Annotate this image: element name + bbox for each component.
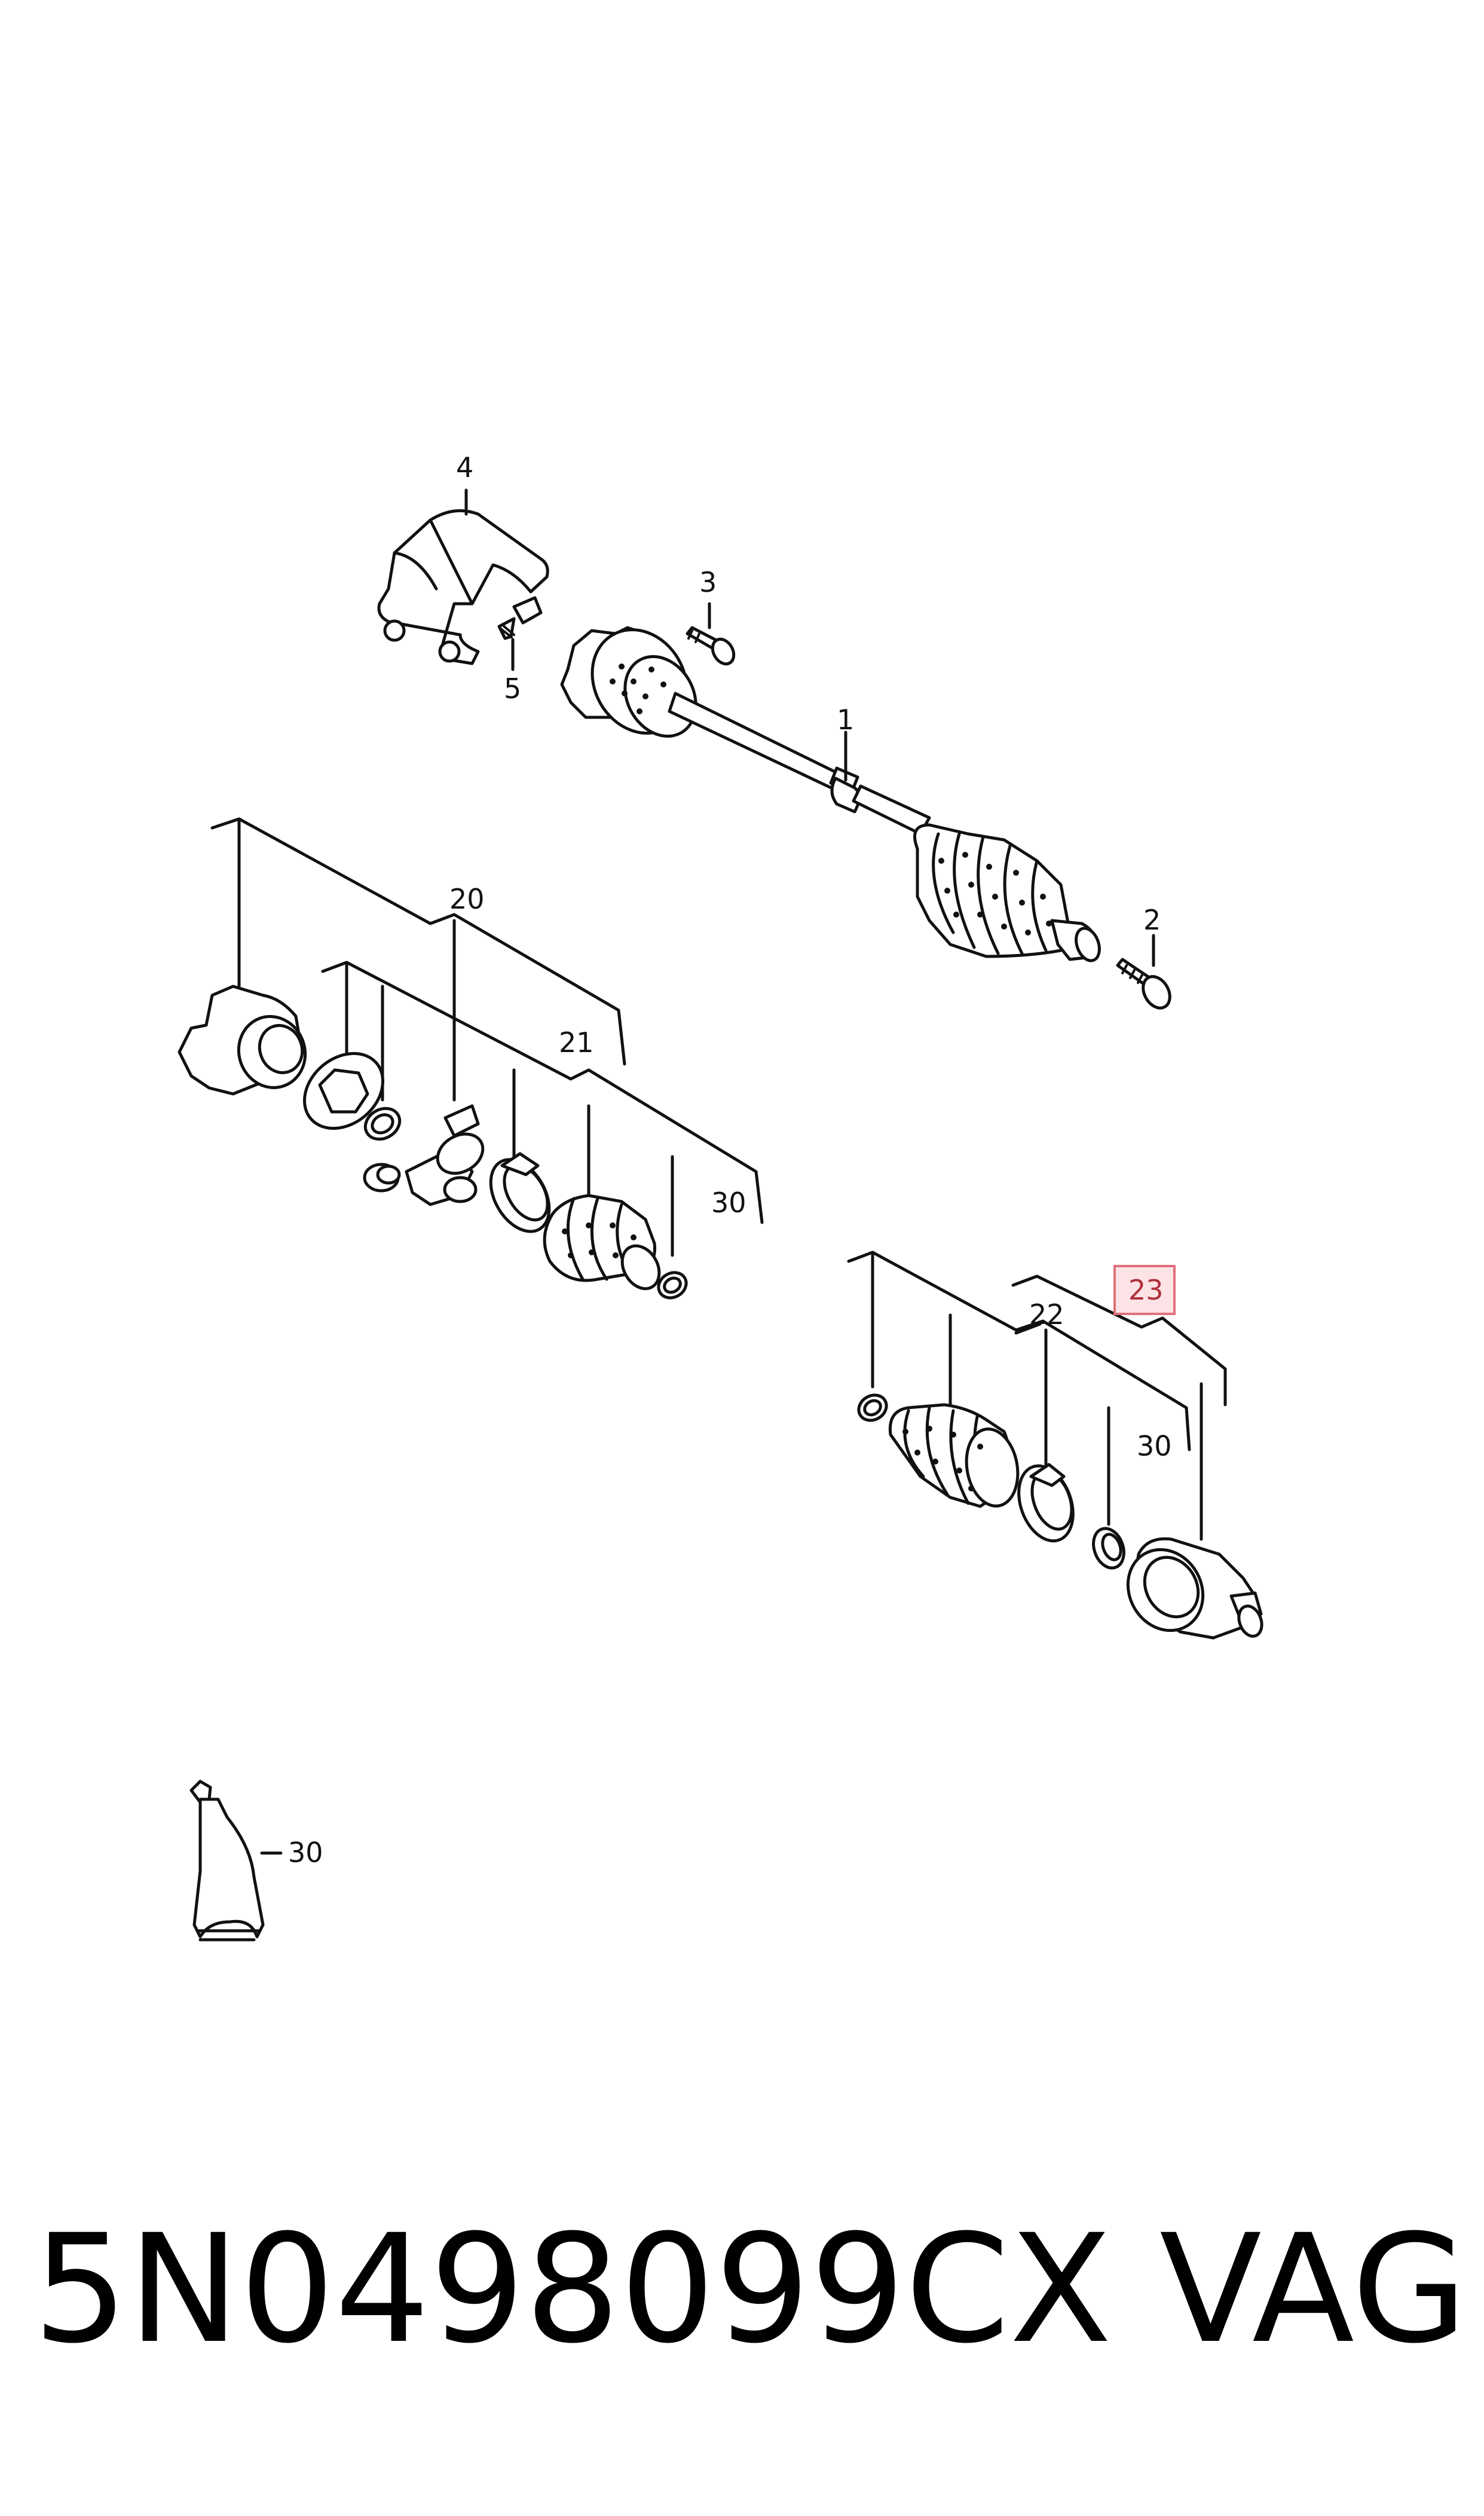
inner-boot-texture — [562, 1222, 637, 1258]
callout-30-b[interactable]: 30 — [1137, 1430, 1172, 1462]
shaft-boot-texture — [610, 664, 1052, 936]
part-inner-boot[interactable] — [543, 1194, 666, 1295]
callout-22[interactable]: 22 — [1029, 1298, 1064, 1331]
group-22-bracket — [847, 1251, 1227, 1541]
brand-label: VAG — [1159, 2202, 1468, 2376]
callout-2[interactable]: 2 — [1143, 904, 1161, 936]
group-20-bracket — [210, 817, 764, 1257]
part-3-bolt[interactable] — [686, 626, 738, 668]
part-2-bolt[interactable] — [1116, 958, 1175, 1013]
callout-30-a[interactable]: 30 — [711, 1187, 746, 1219]
part-seal-plate[interactable] — [289, 1038, 397, 1144]
callout-30-c[interactable]: 30 — [288, 1836, 323, 1869]
callout-21[interactable]: 21 — [559, 1026, 594, 1059]
part-1-drive-shaft[interactable] — [560, 613, 1103, 964]
part-inner-housing[interactable] — [178, 985, 315, 1097]
part-5-bolt[interactable] — [497, 596, 543, 640]
part-4-heat-shield[interactable] — [377, 509, 549, 665]
callout-23-highlight[interactable]: 23 — [1113, 1265, 1176, 1315]
part-footer: 5N0498099CX VAG — [33, 2202, 1467, 2376]
outer-boot-texture — [902, 1426, 983, 1491]
part-circlip-d[interactable] — [1088, 1524, 1129, 1572]
part-clamp[interactable] — [479, 1150, 561, 1242]
part-outer-boot[interactable] — [888, 1403, 1023, 1510]
grease-tube[interactable] — [189, 1780, 265, 1942]
part-clamp-b[interactable] — [1009, 1459, 1082, 1549]
callout-3[interactable]: 3 — [699, 566, 717, 598]
part-number: 5N0498099CX — [33, 2202, 1112, 2376]
part-clip-b[interactable] — [654, 1268, 691, 1303]
part-clip-c[interactable] — [854, 1390, 891, 1426]
callout-20[interactable]: 20 — [449, 883, 485, 915]
part-outer-cv-joint[interactable] — [1113, 1536, 1266, 1644]
callout-23[interactable]: 23 — [1128, 1274, 1164, 1306]
callout-1[interactable]: 1 — [837, 704, 854, 736]
part-circlip-a[interactable] — [360, 1102, 405, 1145]
callout-4[interactable]: 4 — [456, 451, 473, 484]
callout-5[interactable]: 5 — [504, 672, 521, 705]
part-tripod[interactable] — [363, 1104, 490, 1206]
